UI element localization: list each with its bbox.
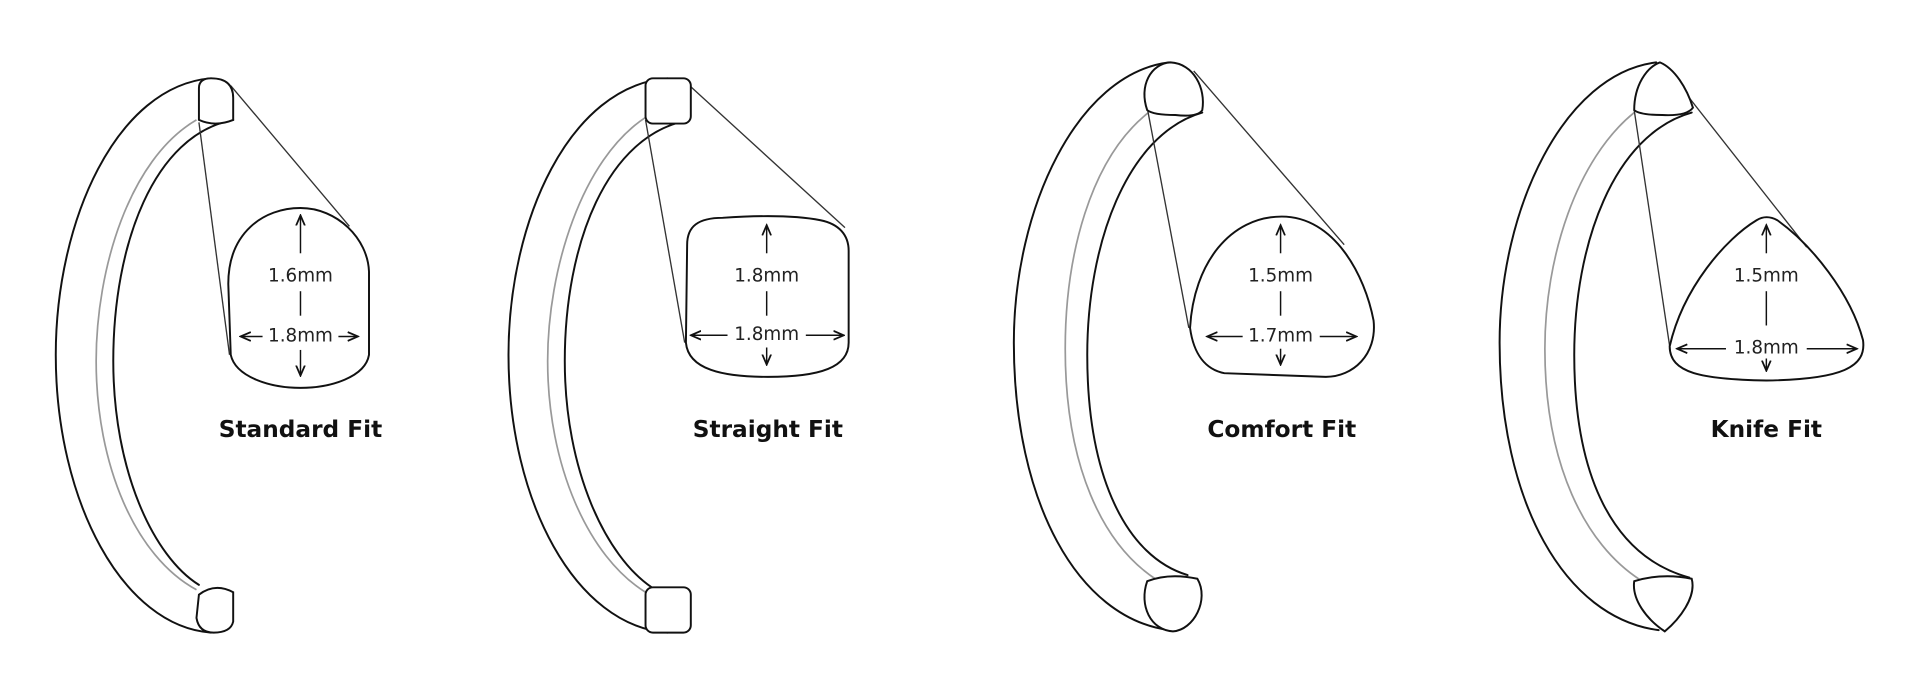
height-label: 1.5mm <box>1248 265 1313 286</box>
straight-fit-ring: 1.8mm 1.8mm Straight Fit <box>507 77 850 634</box>
height-label: 1.8mm <box>734 265 799 286</box>
width-label: 1.8mm <box>734 324 799 345</box>
width-label: 1.8mm <box>1734 338 1799 359</box>
width-label: 1.8mm <box>268 325 333 346</box>
width-label: 1.7mm <box>1248 325 1313 346</box>
fit-title: Knife Fit <box>1711 416 1822 443</box>
height-label: 1.5mm <box>1734 265 1799 286</box>
fit-title: Comfort Fit <box>1207 416 1356 443</box>
knife-fit-ring: 1.5mm 1.8mm Knife Fit <box>1498 61 1865 633</box>
standard-fit-ring: 1.6mm 1.8mm Standard Fit <box>54 77 383 634</box>
fit-title: Standard Fit <box>219 416 383 443</box>
comfort-fit-ring: 1.5mm 1.7mm Comfort Fit <box>1012 61 1375 633</box>
fit-title: Straight Fit <box>693 416 843 443</box>
height-label: 1.6mm <box>268 265 333 286</box>
